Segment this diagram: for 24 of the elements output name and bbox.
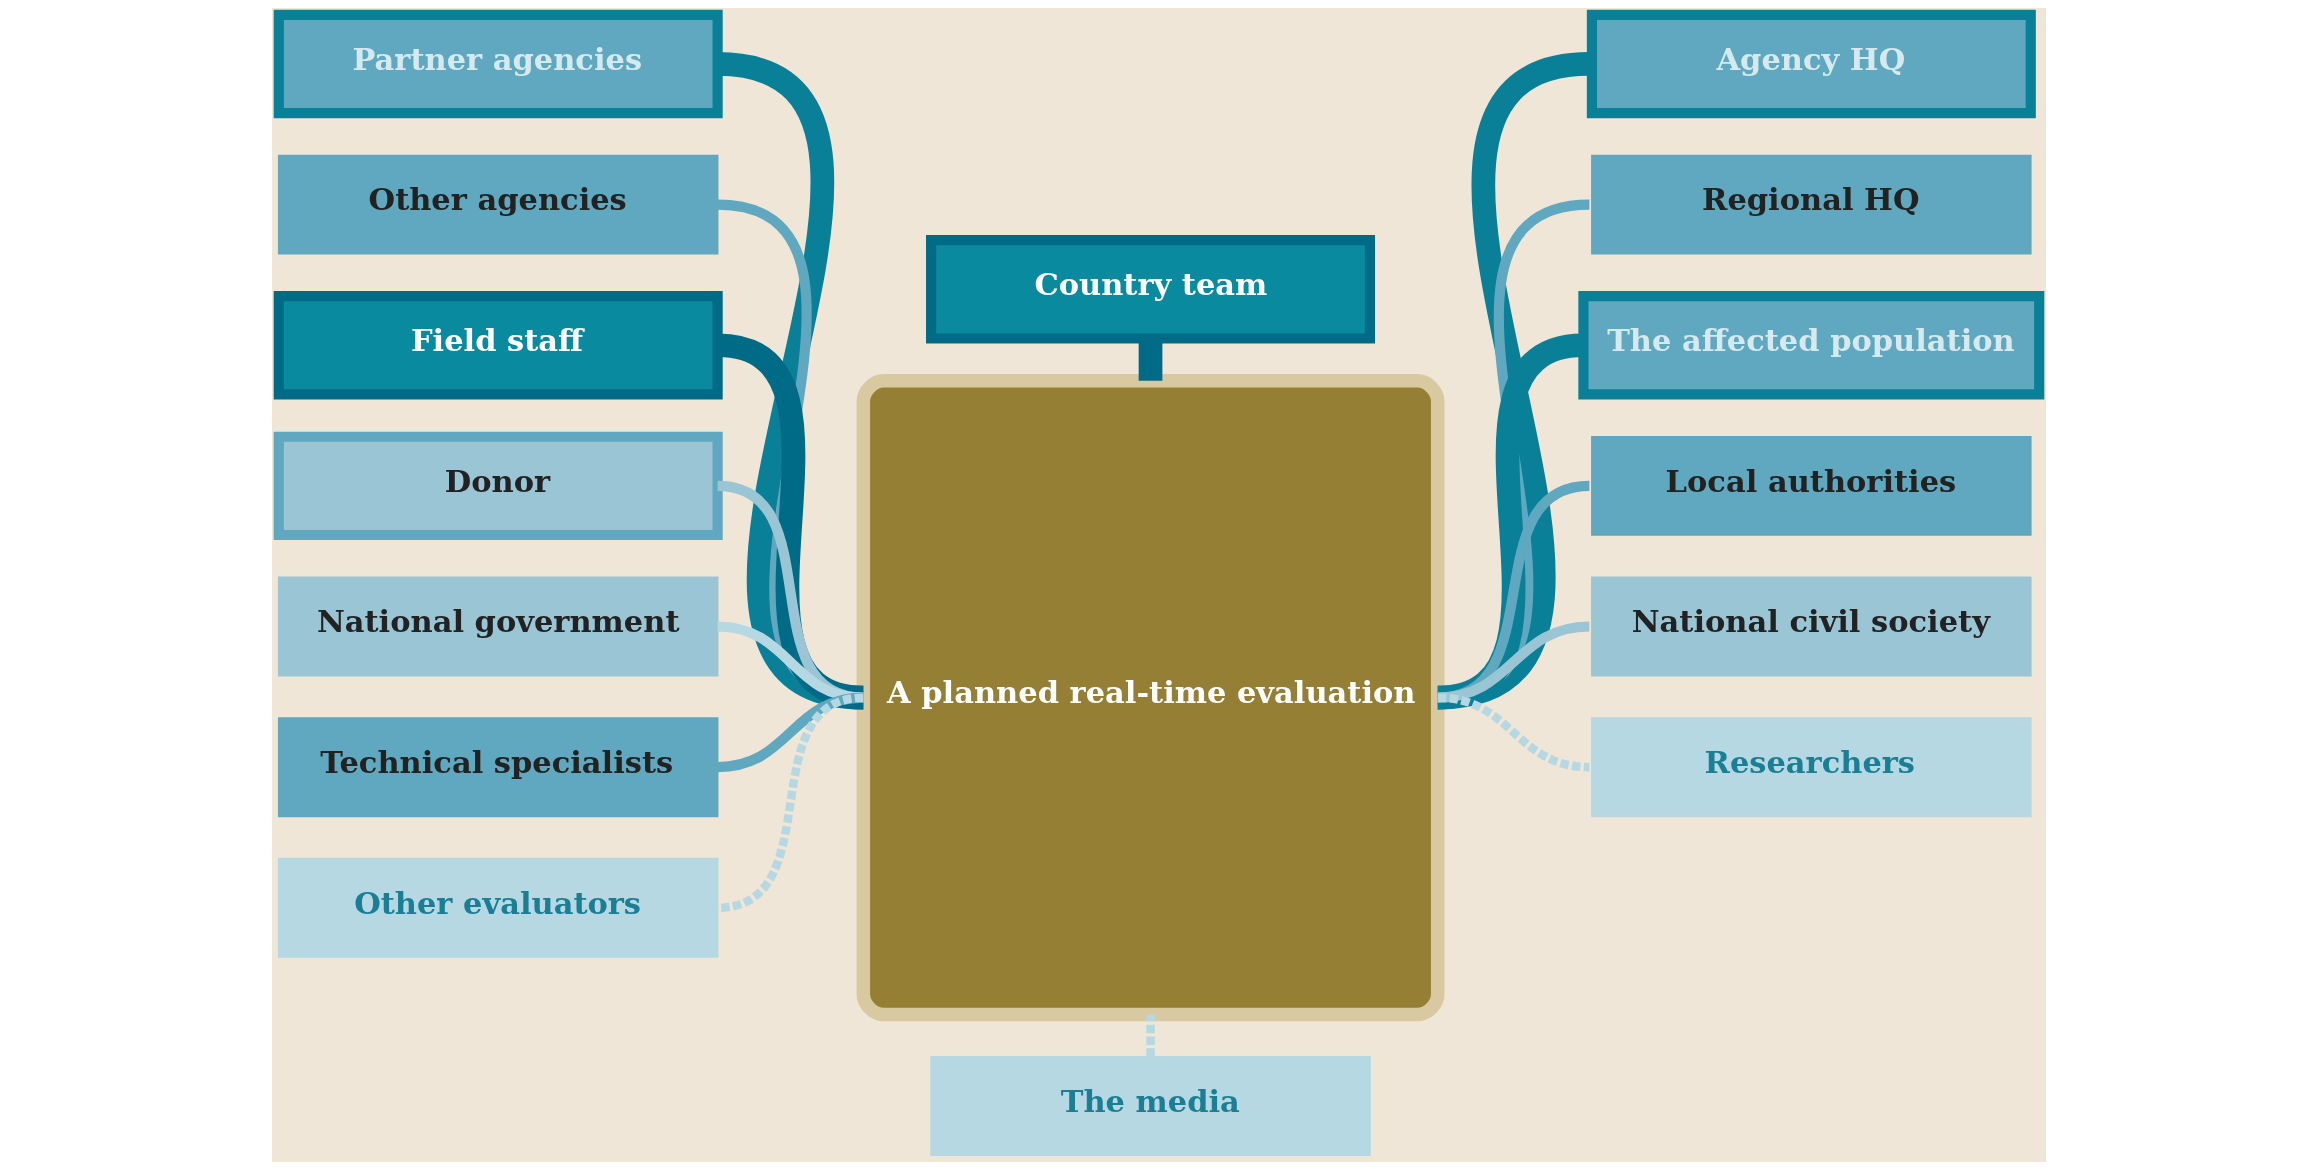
connector <box>715 52 866 710</box>
node-box: Regional HQ <box>1591 154 2032 255</box>
connector <box>715 333 866 710</box>
node-box: Agency HQ <box>1586 9 2036 119</box>
node-box: Field staff <box>273 291 723 400</box>
node-box: Partner agencies <box>273 9 723 119</box>
connector <box>1436 199 1591 703</box>
node-box: The affected population <box>1578 291 2045 400</box>
node-box: Technical specialists <box>277 717 719 818</box>
connector <box>716 693 865 912</box>
node-box: National government <box>277 576 719 677</box>
connector <box>1146 1014 1155 1057</box>
node-box: Researchers <box>1591 717 2032 818</box>
connector <box>717 692 864 773</box>
node-box: Other agencies <box>277 154 719 255</box>
node-box: National civil society <box>1591 576 2032 677</box>
node-box: Other evaluators <box>277 857 719 958</box>
node-box: Donor <box>273 431 723 541</box>
node-box: Local authorities <box>1591 435 2032 536</box>
node-box: A planned real-time evaluation <box>856 374 1445 1022</box>
node-box: Country team <box>926 235 1376 344</box>
connector <box>1435 52 1592 710</box>
connector <box>1437 693 1590 772</box>
node-box: The media <box>930 1056 1371 1156</box>
